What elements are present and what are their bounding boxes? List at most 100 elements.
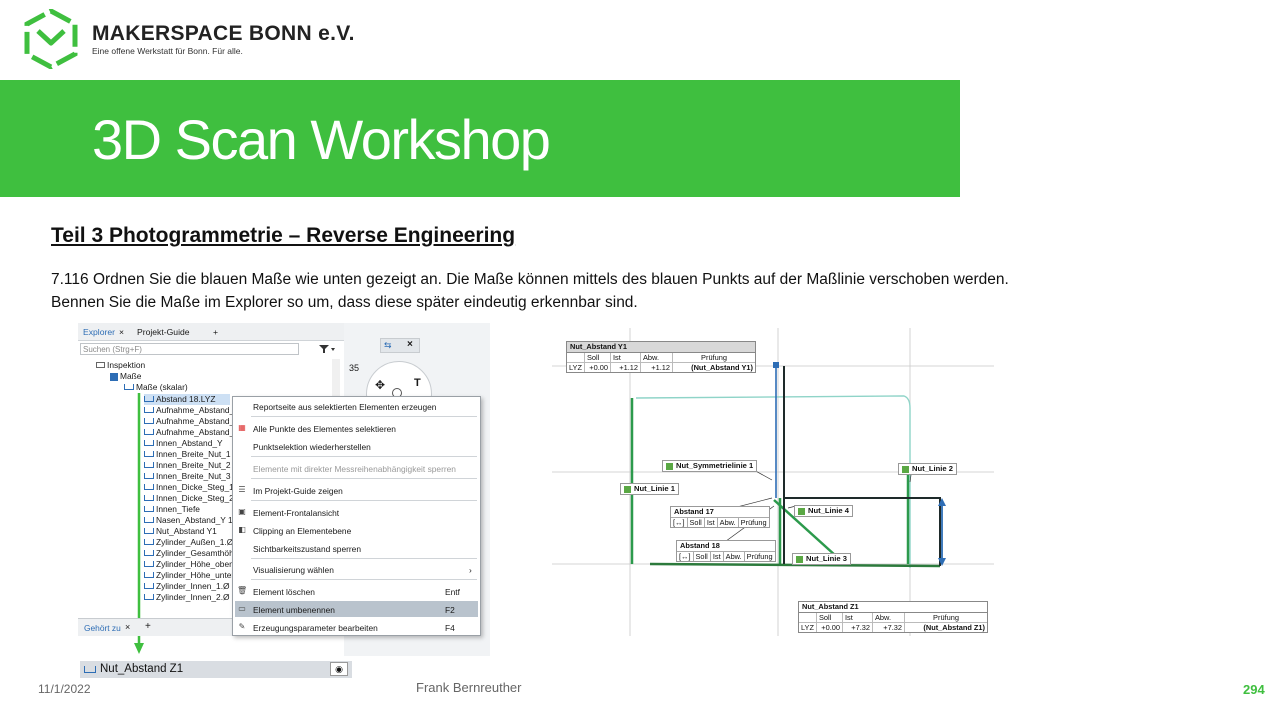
- label-nut-linie-2[interactable]: Nut_Linie 2: [898, 463, 957, 475]
- front-view-icon: ▣: [238, 507, 246, 516]
- dimension-icon: [144, 439, 154, 446]
- bottom-add-icon[interactable]: +: [145, 621, 151, 632]
- project-guide-icon: ☰: [238, 485, 246, 494]
- instruction-line-1: 7.116 Ordnen Sie die blauen Maße wie unt…: [51, 271, 1009, 288]
- menu-item-clipping[interactable]: Clipping an Elementebene: [253, 526, 352, 536]
- dimension-icon: [84, 666, 96, 673]
- dimension-tool-icon[interactable]: ⇆: [384, 340, 392, 350]
- tree-item[interactable]: Innen_Abstand_Y: [144, 438, 223, 449]
- tree-item[interactable]: Zylinder_Innen_1.Ø: [144, 581, 230, 592]
- renamed-tree-item[interactable]: Nut_Abstand Z1 ◉: [80, 661, 352, 678]
- menu-separator: [251, 456, 477, 457]
- dimension-icon: [144, 395, 154, 402]
- label-symmetry-line[interactable]: Nut_Symmetrielinie 1: [662, 460, 758, 472]
- menu-item-lock-visibility[interactable]: Sichtbarkeitszustand sperren: [253, 544, 361, 554]
- tree-item-selected[interactable]: Abstand 18.LYZ: [144, 394, 230, 405]
- logo-tagline: Eine offene Werkstatt für Bonn. Für alle…: [92, 46, 243, 56]
- tree-item[interactable]: Innen_Breite_Nut_1: [144, 449, 231, 460]
- menu-item-rename[interactable]: Element umbenennen: [253, 605, 335, 615]
- tree-item[interactable]: Innen_Breite_Nut_2: [144, 460, 231, 471]
- tab-explorer[interactable]: Explorer: [83, 327, 115, 337]
- dimension-icon: [144, 593, 154, 600]
- tree-item[interactable]: Aufnahme_Abstand_: [144, 416, 234, 427]
- table-row: LYZ +0.00 +1.12 +1.12 (Nut_Abstand Y1): [569, 363, 753, 372]
- banner-title: 3D Scan Workshop: [92, 108, 551, 171]
- tree-item[interactable]: Zylinder_Höhe_unter: [144, 570, 234, 581]
- dimension-icon: [144, 450, 154, 457]
- section-subtitle: Teil 3 Photogrammetrie – Reverse Enginee…: [51, 224, 516, 247]
- menu-item-select-points[interactable]: Alle Punkte des Elementes selektieren: [253, 424, 396, 434]
- tree-item[interactable]: Innen_Tiefe: [144, 504, 200, 515]
- explorer-screenshot: Explorer × Projekt-Guide + Suchen (Strg+…: [78, 323, 490, 656]
- tree-item[interactable]: Aufnahme_Abstand_: [144, 405, 234, 416]
- renamed-item-label: Nut_Abstand Z1: [100, 663, 184, 675]
- tab-project-guide[interactable]: Projekt-Guide: [137, 327, 190, 337]
- label-nut-linie-1[interactable]: Nut_Linie 1: [620, 483, 679, 495]
- menu-item-edit-params[interactable]: Erzeugungsparameter bearbeiten: [253, 623, 378, 633]
- move-icon[interactable]: ✥: [375, 378, 386, 392]
- tab-gehoert-zu[interactable]: Gehört zu: [84, 623, 121, 633]
- filter-icon[interactable]: [318, 344, 336, 354]
- measure-folder-icon: [110, 372, 118, 381]
- tree-item[interactable]: Zylinder_Gesamthöhe: [144, 548, 238, 559]
- tab-add-icon[interactable]: +: [213, 327, 219, 337]
- shortcut-delete: Entf: [445, 587, 460, 597]
- table-title: Nut_Abstand Z1: [799, 602, 987, 613]
- bottom-close-icon[interactable]: ×: [125, 622, 131, 632]
- shortcut-edit-params: F4: [445, 623, 455, 633]
- tree-item-inspektion[interactable]: Inspektion: [96, 360, 145, 371]
- menu-item-highlight: [235, 601, 478, 617]
- table-title: Nut_Abstand Y1: [567, 342, 755, 353]
- dimension-icon: [144, 560, 154, 567]
- viewport-screenshot: Nut_Abstand Y1 Soll Ist Abw. Prüfung LYZ…: [552, 328, 994, 636]
- tab-close-icon[interactable]: ×: [119, 327, 125, 337]
- tree-item[interactable]: Zylinder_Außen_1.Ø: [144, 537, 233, 548]
- footer-date: 11/1/2022: [38, 682, 91, 696]
- dimension-icon: [144, 417, 154, 424]
- edit-params-icon: ✎: [238, 622, 246, 631]
- dimension-icon: [144, 538, 154, 545]
- folder-icon: [96, 362, 105, 368]
- check-icon: [624, 485, 631, 493]
- clipping-icon: ◧: [238, 525, 246, 534]
- dimension-icon: [144, 406, 154, 413]
- tree-item[interactable]: Nut_Abstand Y1: [144, 526, 217, 537]
- tree-item[interactable]: Innen_Dicke_Steg_2: [144, 493, 234, 504]
- explorer-search-input[interactable]: Suchen (Strg+F): [80, 343, 299, 355]
- tree-item[interactable]: Innen_Dicke_Steg_1: [144, 482, 234, 493]
- close-icon[interactable]: ×: [407, 339, 413, 350]
- submenu-arrow-icon: ›: [469, 565, 472, 575]
- dimension-icon: [144, 527, 154, 534]
- table-header-row: Soll Ist Abw. Prüfung: [799, 613, 987, 623]
- menu-item-visualization[interactable]: Visualisierung wählen: [253, 565, 334, 575]
- measurement-table-y1[interactable]: Nut_Abstand Y1 Soll Ist Abw. Prüfung LYZ…: [566, 341, 756, 373]
- dimension-icon: [144, 472, 154, 479]
- tree-item[interactable]: Aufnahme_Abstand_: [144, 427, 234, 438]
- label-nut-linie-4[interactable]: Nut_Linie 4: [794, 505, 853, 517]
- tree-item[interactable]: Zylinder_Innen_2.Ø: [144, 592, 230, 603]
- tree-item-masse-skalar[interactable]: Maße (skalar): [124, 382, 188, 393]
- menu-separator: [251, 416, 477, 417]
- menu-item-show-in-guide[interactable]: Im Projekt-Guide zeigen: [253, 486, 343, 496]
- menu-item-restore-selection[interactable]: Punktselektion wiederherstellen: [253, 442, 371, 452]
- measurement-table-z1[interactable]: Nut_Abstand Z1 Soll Ist Abw. Prüfung LYZ…: [798, 601, 988, 633]
- menu-item-report[interactable]: Reportseite aus selektierten Elementen e…: [253, 402, 437, 412]
- explorer-tabbar: Explorer × Projekt-Guide +: [78, 323, 344, 341]
- tree-item[interactable]: Zylinder_Höhe_oben_: [144, 559, 238, 570]
- toolbar-widget[interactable]: ⇆ ×: [380, 338, 420, 353]
- tree-item[interactable]: Innen_Breite_Nut_3: [144, 471, 231, 482]
- tree-item[interactable]: Nasen_Abstand_Y 1: [144, 515, 233, 526]
- tree-item-masse[interactable]: Maße: [110, 371, 141, 382]
- menu-item-delete[interactable]: Element löschen: [253, 587, 315, 597]
- menu-item-lock-dependents: Elemente mit direkter Messreihenabhängig…: [253, 464, 456, 474]
- text-tool-icon[interactable]: T: [414, 377, 421, 389]
- menu-item-front-view[interactable]: Element-Frontalansicht: [253, 508, 340, 518]
- dimension-icon: [144, 494, 154, 501]
- visibility-eye-icon[interactable]: ◉: [330, 662, 348, 676]
- label-nut-linie-3[interactable]: Nut_Linie 3: [792, 553, 851, 565]
- viewport-geometry: [552, 328, 994, 636]
- menu-separator: [251, 478, 477, 479]
- menu-separator: [251, 558, 477, 559]
